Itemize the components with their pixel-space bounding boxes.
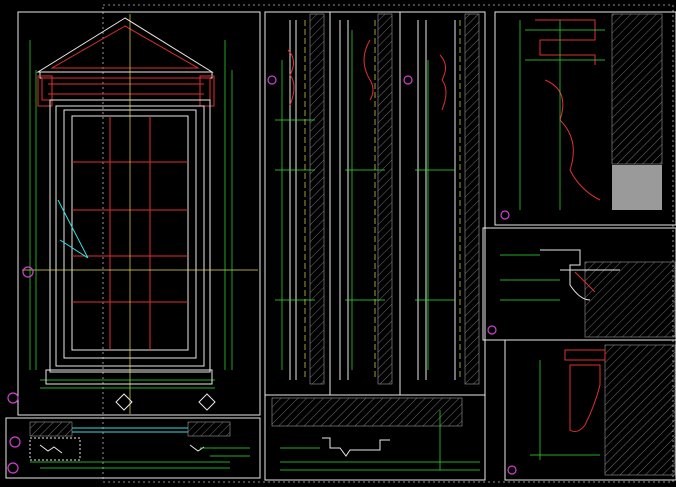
- cornice: [39, 71, 213, 79]
- cornice-detail-view: [494, 11, 676, 226]
- section-arrow-icon: [198, 393, 216, 411]
- molding-profiles: [287, 39, 447, 111]
- sheet-border: [102, 4, 674, 483]
- right-console: [199, 75, 215, 107]
- bracket-ornament: [564, 349, 606, 433]
- section-marker-icon: [22, 266, 34, 278]
- section-marker-icon: [267, 75, 277, 85]
- pediment-molding: [50, 25, 200, 69]
- title-marker-icon: [507, 465, 517, 475]
- glass-pane: [72, 427, 188, 433]
- title-marker-icon: [7, 392, 19, 404]
- jamb-detail-view: [482, 227, 676, 341]
- door-elevation-view: [7, 11, 261, 416]
- section-arrow-icon: [115, 393, 133, 411]
- left-console: [37, 75, 53, 107]
- plan-section-view: [5, 417, 261, 479]
- center-lines: [22, 14, 258, 414]
- glass-hatch: [57, 199, 89, 259]
- title-marker-icon: [500, 210, 510, 220]
- title-marker-icon: [7, 462, 19, 474]
- masonry-block: [612, 165, 662, 210]
- threshold: [45, 369, 213, 385]
- frieze-ornament: [41, 77, 211, 101]
- title-marker-icon: [487, 325, 497, 335]
- dimension-lines: [29, 40, 233, 389]
- bracket-detail-view: [504, 339, 676, 481]
- sill-profile: [322, 437, 390, 457]
- cornice-ornament: [535, 19, 601, 201]
- vertical-sections-view: [264, 11, 486, 481]
- section-marker-icon: [9, 436, 21, 448]
- section-marker-icon: [403, 75, 413, 85]
- elevation-frame: [17, 11, 261, 416]
